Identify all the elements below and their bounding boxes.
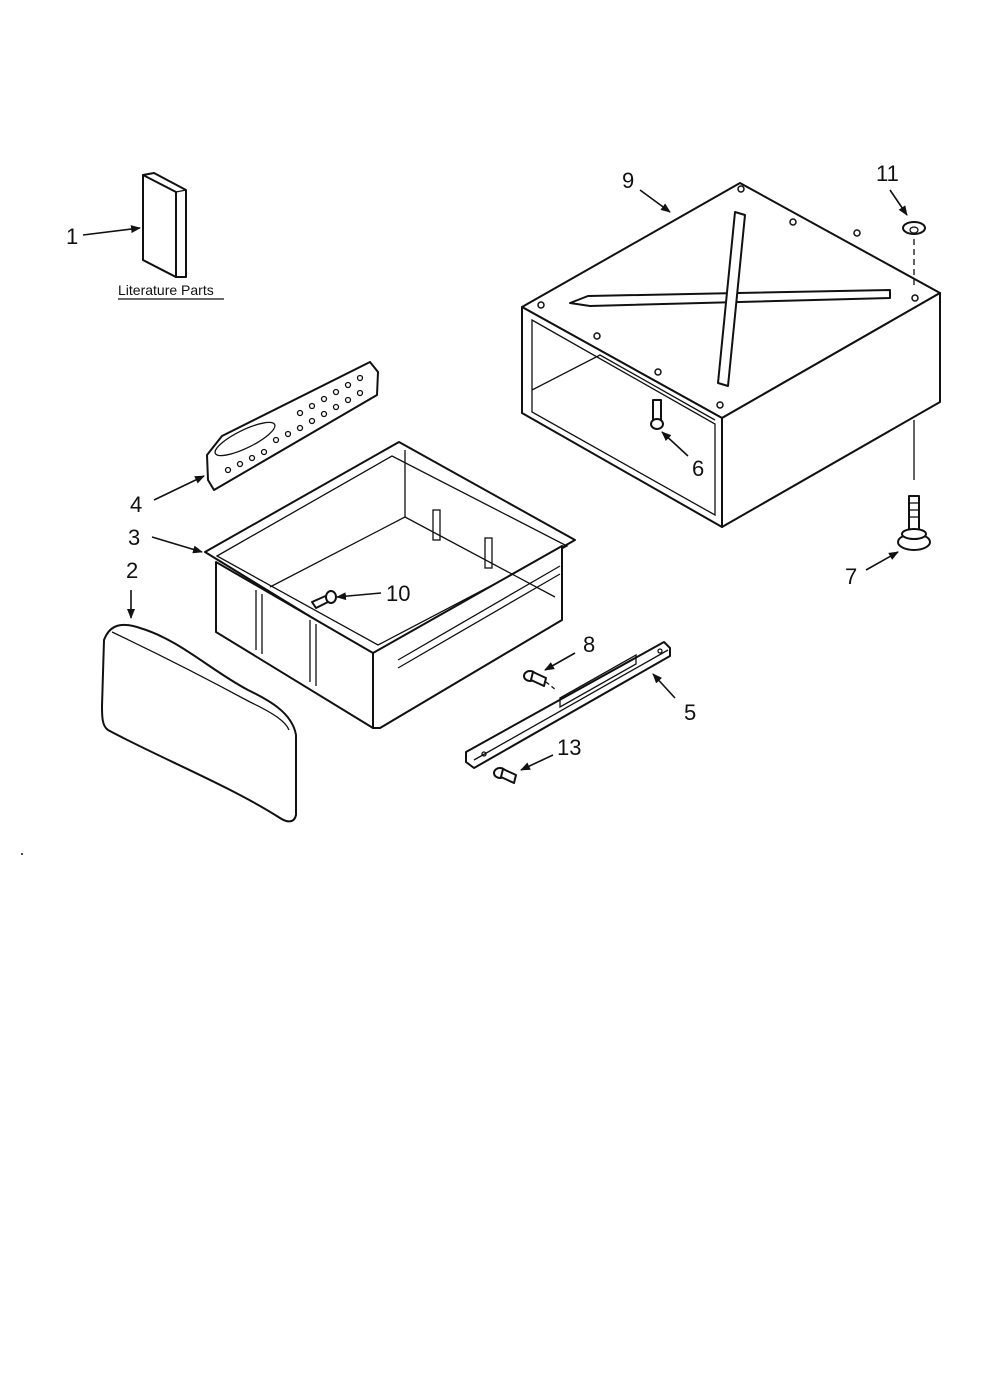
callout-5: 5 bbox=[684, 700, 696, 725]
stray-dot bbox=[21, 853, 23, 855]
screw-6 bbox=[650, 399, 664, 430]
drawer-bin bbox=[204, 441, 576, 729]
screw-8 bbox=[523, 670, 547, 687]
cap-nut bbox=[902, 221, 926, 235]
mount-hole bbox=[716, 401, 724, 409]
mount-hole bbox=[853, 229, 861, 237]
callout-4: 4 bbox=[130, 492, 142, 517]
screw-10 bbox=[311, 590, 337, 609]
callout-8: 8 bbox=[583, 632, 595, 657]
leader-arrows bbox=[82, 189, 908, 771]
mount-hole bbox=[537, 301, 545, 309]
mount-hole bbox=[593, 332, 601, 340]
callout-2: 2 bbox=[126, 558, 138, 583]
mount-hole bbox=[737, 185, 745, 193]
callout-10: 10 bbox=[386, 581, 410, 606]
callout-6: 6 bbox=[692, 456, 704, 481]
callout-1: 1 bbox=[66, 224, 78, 249]
drawer-front-panel bbox=[101, 623, 297, 823]
slide-rail bbox=[465, 641, 671, 769]
callout-7: 7 bbox=[845, 564, 857, 589]
callout-3: 3 bbox=[128, 525, 140, 550]
callout-11: 11 bbox=[876, 161, 899, 186]
pedestal-cabinet bbox=[521, 182, 941, 528]
literature-booklet bbox=[142, 172, 187, 278]
mount-hole bbox=[654, 368, 662, 376]
mount-hole bbox=[911, 294, 919, 302]
divider-plate bbox=[206, 361, 379, 491]
leveling-leg bbox=[897, 495, 931, 551]
mount-hole bbox=[789, 218, 797, 226]
screw-13 bbox=[493, 767, 517, 784]
callout-9: 9 bbox=[622, 168, 634, 193]
callout-13: 13 bbox=[557, 735, 581, 760]
literature-parts-label: Literature Parts bbox=[118, 282, 214, 298]
